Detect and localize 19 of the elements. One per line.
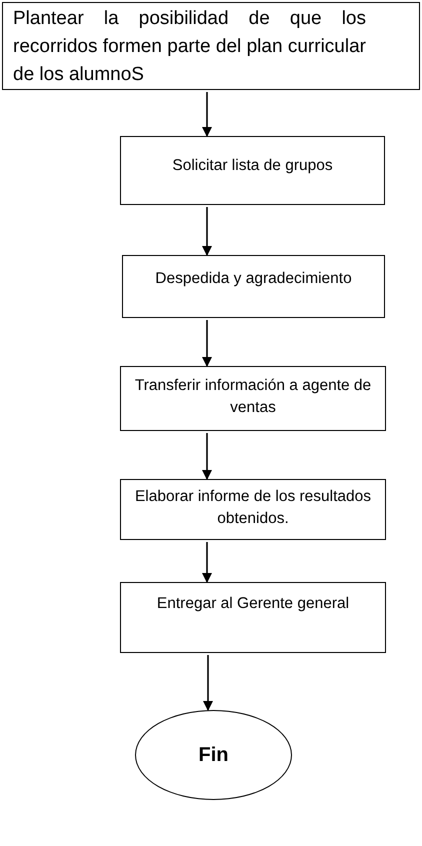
process-box xyxy=(2,2,420,90)
arrow xyxy=(203,655,213,711)
arrow xyxy=(202,207,212,256)
process-box xyxy=(122,255,385,318)
arrow xyxy=(202,542,212,583)
process-box xyxy=(120,366,386,431)
process-box xyxy=(120,582,386,653)
step-text: Transferir información a agente de ventas xyxy=(134,376,372,418)
process-box xyxy=(120,136,385,205)
step-text: Solicitar lista de grupos xyxy=(171,156,334,176)
step-text: Elaborar informe de los resultados obtenidos. xyxy=(134,487,372,529)
arrow xyxy=(202,433,212,480)
step-text: Fin xyxy=(198,744,228,766)
process-box xyxy=(120,479,386,540)
step-text: Plantear la posibilidad de que los recorridos formen parte del plan curricular de los alumnoS xyxy=(12,7,367,87)
step-text: Despedida y agradecimiento xyxy=(154,269,353,289)
step-text: Entregar al Gerente general xyxy=(156,594,350,614)
arrow xyxy=(202,92,212,137)
arrow xyxy=(202,320,212,367)
